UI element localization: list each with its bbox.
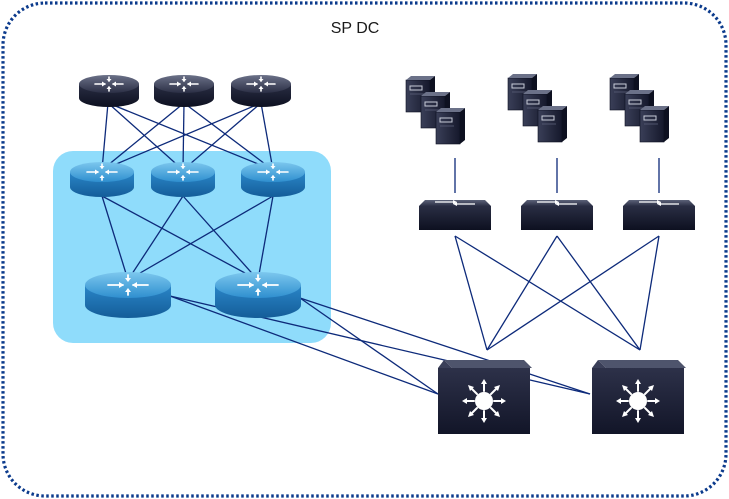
switch-icon: [622, 199, 696, 231]
router-icon: [69, 161, 135, 198]
router-icon: [150, 161, 216, 198]
server-stack-icon: [405, 75, 466, 145]
router-icon: [78, 74, 140, 108]
layer3-switch-icon: [437, 359, 533, 435]
top-routers: [78, 74, 292, 108]
server-stack-icon: [609, 73, 670, 143]
mid-routers: [69, 161, 306, 198]
diagram-title: SP DC: [331, 20, 380, 37]
core-switches: [437, 359, 687, 435]
switch-icon: [418, 199, 492, 231]
layer3-switch-icon: [591, 359, 687, 435]
links: [101, 102, 660, 395]
server-stack-icon: [507, 73, 568, 143]
router-icon: [230, 74, 292, 108]
access-switches: [418, 199, 696, 231]
router-icon: [240, 161, 306, 198]
router-icon: [84, 271, 172, 319]
router-icon: [214, 271, 302, 319]
switch-icon: [520, 199, 594, 231]
router-icon: [153, 74, 215, 108]
server-stacks: [405, 73, 670, 145]
